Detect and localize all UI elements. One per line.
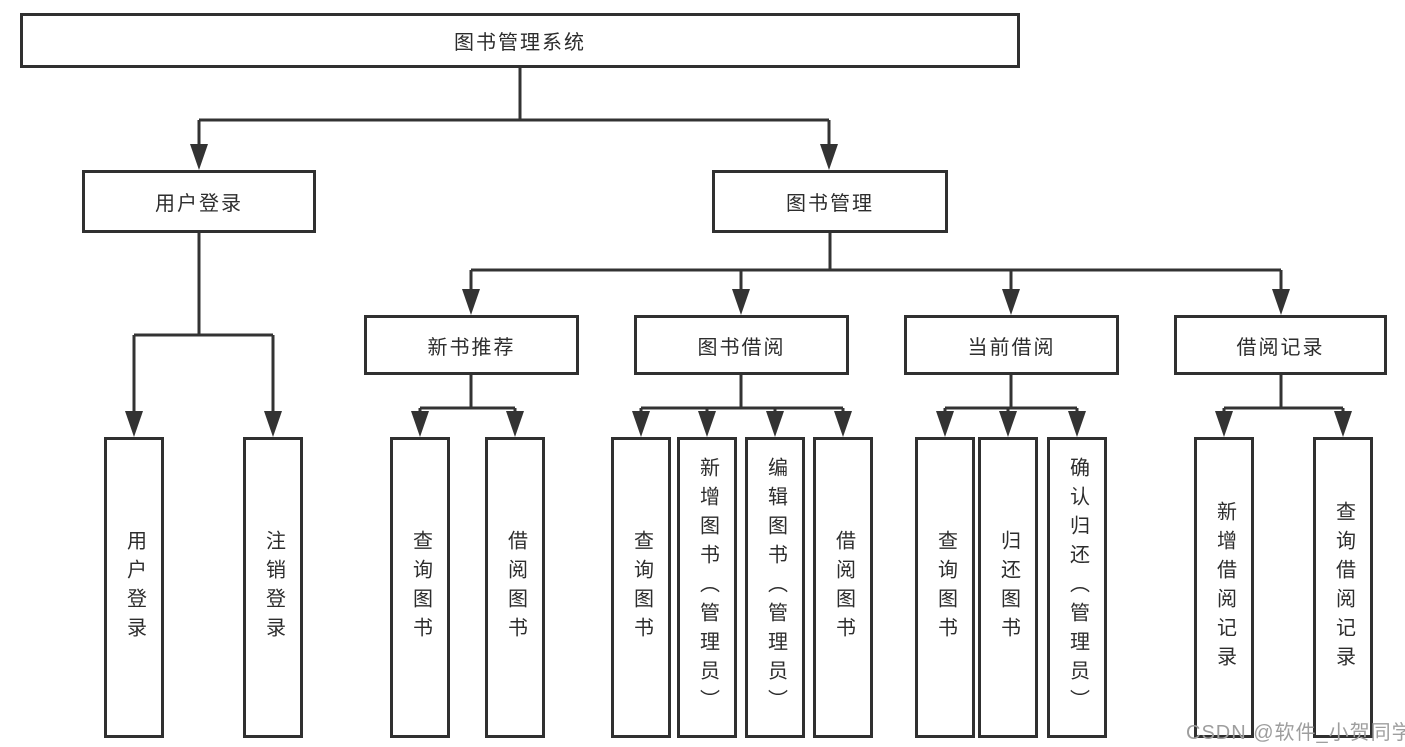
node-label: 当前借阅 xyxy=(967,336,1056,359)
node-leaf-borrow-books-newrec: 借阅图书 xyxy=(485,437,545,738)
node-leaf-add-borrow-record: 新增借阅记录 xyxy=(1194,437,1254,738)
connector-user-login-to-leaves xyxy=(125,233,282,437)
connector-book-mgmt-to-level3 xyxy=(462,233,1290,315)
node-label: 借阅图书 xyxy=(504,529,527,646)
connector-current-borrow-to-leaves xyxy=(936,375,1086,437)
node-leaf-borrow-books-borrow: 借阅图书 xyxy=(813,437,873,738)
node-leaf-query-books-newrec: 查询图书 xyxy=(390,437,450,738)
node-label: 新增图书（管理员） xyxy=(696,457,719,718)
connector-root-to-level2 xyxy=(190,68,838,170)
node-leaf-return-books: 归还图书 xyxy=(978,437,1038,738)
node-user-login-branch: 用户登录 xyxy=(82,170,316,233)
node-leaf-query-books-current: 查询图书 xyxy=(915,437,975,738)
node-leaf-user-login: 用户登录 xyxy=(104,437,164,738)
node-label: 借阅记录 xyxy=(1236,336,1325,359)
node-book-borrowing: 图书借阅 xyxy=(634,315,849,375)
node-leaf-query-books-borrow: 查询图书 xyxy=(611,437,671,738)
node-label: 新书推荐 xyxy=(427,336,516,359)
node-label: 查询借阅记录 xyxy=(1332,500,1355,675)
node-leaf-add-books-admin: 新增图书（管理员） xyxy=(677,437,737,738)
node-leaf-logout: 注销登录 xyxy=(243,437,303,738)
node-label: 确认归还（管理员） xyxy=(1066,457,1089,718)
node-leaf-edit-books-admin: 编辑图书（管理员） xyxy=(745,437,805,738)
node-leaf-confirm-return-admin: 确认归还（管理员） xyxy=(1047,437,1107,738)
node-label: 编辑图书（管理员） xyxy=(764,457,787,718)
node-new-book-recommendation: 新书推荐 xyxy=(364,315,579,375)
node-book-management-branch: 图书管理 xyxy=(712,170,948,233)
node-label: 查询图书 xyxy=(934,529,957,646)
csdn-watermark: CSDN @软件_小贺同学 xyxy=(1186,722,1405,744)
node-current-borrowing: 当前借阅 xyxy=(904,315,1119,375)
node-label: 图书借阅 xyxy=(697,336,786,359)
node-label: 查询图书 xyxy=(409,529,432,646)
node-label: 用户登录 xyxy=(155,193,243,215)
connector-book-borrow-to-leaves xyxy=(632,375,852,437)
connector-borrow-records-to-leaves xyxy=(1215,375,1352,437)
connector-new-book-rec-to-leaves xyxy=(411,375,524,437)
node-label: 图书管理 xyxy=(786,193,874,215)
node-leaf-query-borrow-record: 查询借阅记录 xyxy=(1313,437,1373,738)
node-borrowing-records: 借阅记录 xyxy=(1174,315,1387,375)
node-label: 归还图书 xyxy=(997,529,1020,646)
node-label: 新增借阅记录 xyxy=(1213,500,1236,675)
node-label: 查询图书 xyxy=(630,529,653,646)
node-label: 用户登录 xyxy=(123,529,146,646)
node-book-management-system: 图书管理系统 xyxy=(20,13,1020,68)
node-label: 注销登录 xyxy=(262,529,285,646)
node-label: 图书管理系统 xyxy=(454,32,586,54)
node-label: 借阅图书 xyxy=(832,529,855,646)
